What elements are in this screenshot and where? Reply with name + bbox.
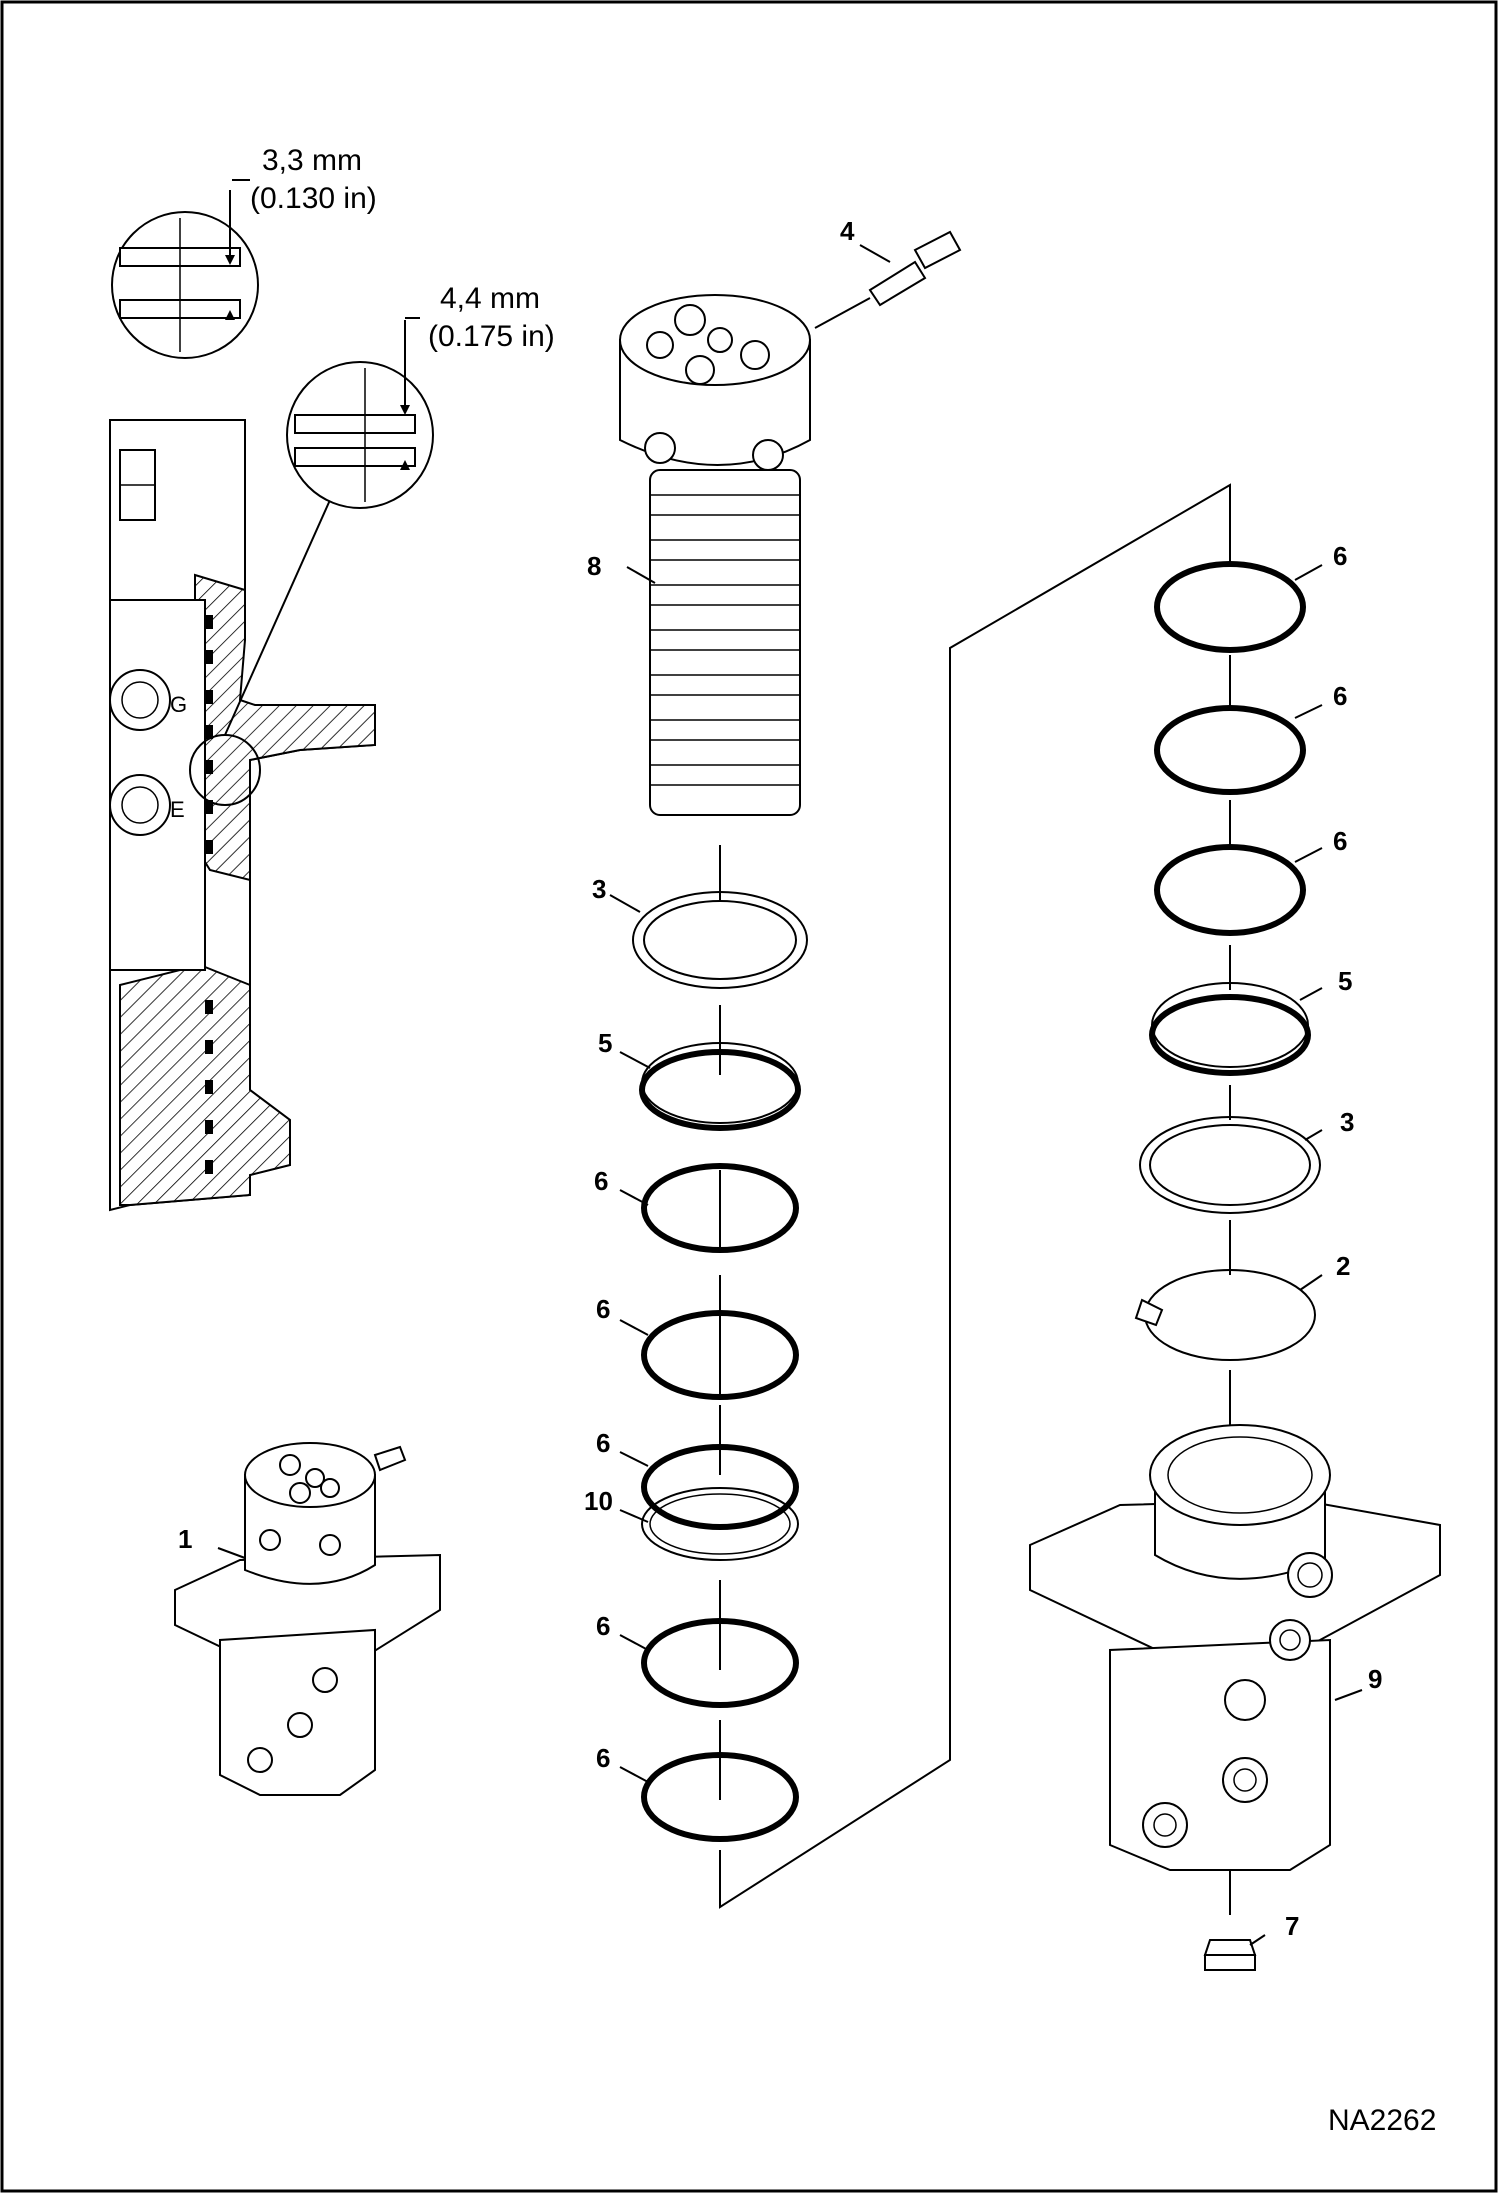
assembly-path-line: [719, 483, 1231, 1909]
callout-8: 8: [587, 551, 601, 581]
svg-text:E: E: [170, 797, 185, 822]
callout-6-left-5: 6: [596, 1743, 610, 1773]
callout-6-left-3: 6: [596, 1428, 610, 1458]
callout-7: 7: [1285, 1911, 1299, 1941]
callout-9: 9: [1368, 1664, 1382, 1694]
callout-5-left: 5: [598, 1028, 612, 1058]
callout-6-right-1: 6: [1333, 541, 1347, 571]
callout-2: 2: [1336, 1251, 1350, 1281]
callout-4: 4: [840, 216, 855, 246]
section-view: G E: [109, 419, 376, 1212]
callout-6-left-2: 6: [596, 1294, 610, 1324]
callout-1: 1: [178, 1524, 192, 1554]
callout-3-left: 3: [592, 874, 606, 904]
plug-7: [1203, 1939, 1257, 1971]
dimension-bottom-metric: 4,4 mm: [440, 282, 540, 315]
center-seal-stack: [632, 845, 808, 1905]
housing-9: [1029, 1424, 1441, 1915]
right-seal-stack: [1134, 500, 1321, 1475]
dimension-top-metric: 3,3 mm: [262, 144, 362, 177]
dimension-bottom-imperial: (0.175 in): [428, 320, 555, 353]
callout-5-right: 5: [1338, 966, 1352, 996]
callout-6-left-1: 6: [594, 1166, 608, 1196]
dimension-top-imperial: (0.130 in): [250, 182, 377, 215]
spool-assembly: [619, 294, 811, 816]
detail-circle-top: [111, 190, 259, 359]
callout-6-right-3: 6: [1333, 826, 1347, 856]
fitting-4: [814, 230, 962, 329]
detail-circle-bottom: [286, 320, 434, 509]
svg-text:G: G: [170, 692, 187, 717]
callout-6-right-2: 6: [1333, 681, 1347, 711]
callout-6-left-4: 6: [596, 1611, 610, 1641]
drawing-code: NA2262: [1328, 2104, 1436, 2137]
callout-3-right: 3: [1340, 1107, 1354, 1137]
callout-10: 10: [584, 1486, 613, 1516]
assembled-swivel-1: [174, 1442, 441, 1796]
callout-labels: 1 2 3 3 4 5 5 6 6 6 6 6 6 6 6 7 8 9 10: [178, 216, 1382, 1941]
callout-leaders: [609, 244, 1363, 1946]
